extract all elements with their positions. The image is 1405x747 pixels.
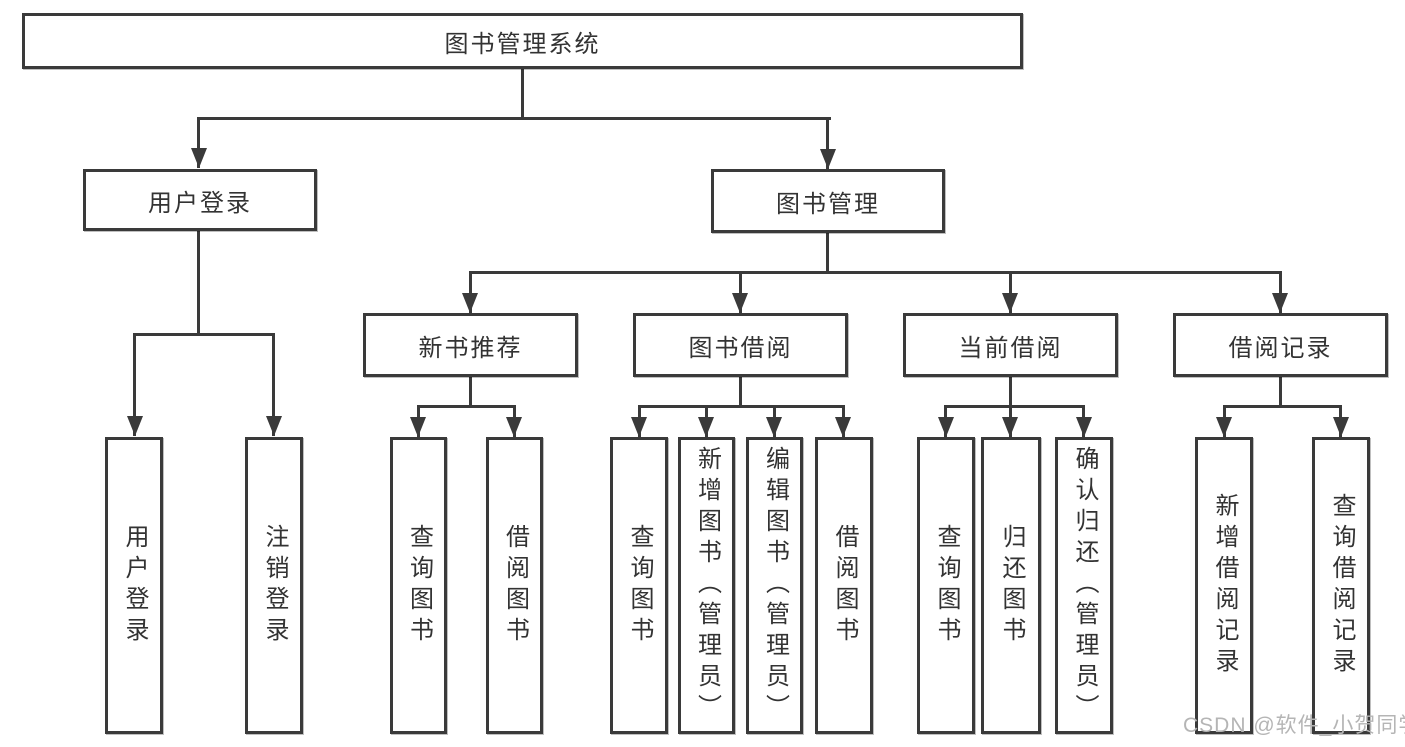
arrow-to-query-books-1 [410,417,426,437]
node-root-label: 图书管理系统 [444,30,601,58]
arrow-to-user-login [191,148,207,168]
node-borrowing-records: 借阅记录 [1173,313,1388,377]
node-book-management-label: 图书管理 [776,190,880,218]
node-borrowing-records-label: 借阅记录 [1228,334,1333,362]
leaf-edit-book-admin-label: 编辑图书（管理员） [761,446,789,725]
connector-level1-horizontal [197,117,831,120]
arrow-to-borrow-books-2 [835,417,851,437]
node-current-borrowing: 当前借阅 [903,313,1118,377]
leaf-query-books-1-label: 查询图书 [405,523,433,648]
connector-records-stem [1279,377,1282,407]
leaf-return-book-label: 归还图书 [998,523,1025,648]
arrow-to-add-book [698,417,714,437]
arrow-to-query-books-2 [631,417,647,437]
node-current-borrowing-label: 当前借阅 [958,334,1063,362]
connector-recommend-horizontal [417,405,516,408]
connector-drop-leaf-user-login [133,333,136,436]
leaf-query-books-3-label: 查询图书 [933,523,960,648]
arrow-to-return-book [1002,417,1018,437]
leaf-add-book-admin: 新增图书（管理员） [678,437,735,734]
leaf-query-books-2: 查询图书 [610,437,668,734]
node-root: 图书管理系统 [22,13,1023,69]
node-book-borrowing-label: 图书借阅 [688,334,793,362]
connector-drop-borrowing-records [1279,271,1282,313]
arrow-to-new-book-recommend [462,293,478,313]
node-user-login-label: 用户登录 [148,189,252,217]
leaf-borrow-books-1-label: 借阅图书 [501,523,529,648]
arrow-to-borrow-books-1 [506,417,522,437]
arrow-to-leaf-user-login [127,416,143,436]
leaf-query-borrow-record-label: 查询借阅记录 [1328,492,1355,679]
node-new-book-recommend-label: 新书推荐 [418,334,523,362]
leaf-query-books-1: 查询图书 [390,437,447,734]
arrow-to-leaf-logout [266,416,282,436]
connector-borrowing-stem [739,377,742,407]
leaf-user-login-label: 用户登录 [121,523,148,648]
connector-recommend-stem [469,377,472,407]
connector-current-stem [1009,377,1012,407]
connector-drop-book-management [826,117,829,169]
arrow-to-query-record [1333,417,1349,437]
connector-drop-user-login [197,117,200,168]
connector-book-management-stem [826,233,829,273]
connector-drop-current-borrowing [1009,271,1012,313]
arrow-to-borrowing-records [1272,293,1288,313]
leaf-query-books-2-label: 查询图书 [626,523,653,648]
connector-root-stem [521,69,524,118]
leaf-borrow-books-2: 借阅图书 [815,437,873,734]
connector-drop-leaf-logout [272,333,275,436]
node-new-book-recommend: 新书推荐 [363,313,578,377]
leaf-logout-label: 注销登录 [261,523,288,648]
arrow-to-query-books-3 [938,417,954,437]
connector-user-login-stem [197,231,200,336]
leaf-confirm-return-admin-label: 确认归还（管理员） [1071,446,1098,725]
arrow-to-edit-book [766,417,782,437]
leaf-borrow-books-2-label: 借阅图书 [831,523,858,648]
arrow-to-add-record [1216,417,1232,437]
arrow-to-current-borrowing [1002,293,1018,313]
connector-drop-book-borrowing [739,271,742,313]
node-user-login: 用户登录 [83,169,317,231]
node-book-management: 图书管理 [711,169,945,233]
connector-drop-new-book-recommend [469,271,472,313]
node-book-borrowing: 图书借阅 [633,313,848,377]
connector-records-horizontal [1223,405,1342,408]
arrow-to-book-management [820,149,836,169]
leaf-logout: 注销登录 [245,437,303,734]
leaf-user-login: 用户登录 [105,437,163,734]
connector-current-horizontal [944,405,1085,408]
connector-borrowing-horizontal [638,405,845,408]
leaf-add-borrow-record-label: 新增借阅记录 [1211,492,1238,679]
leaf-add-book-admin-label: 新增图书（管理员） [693,446,721,725]
leaf-query-books-3: 查询图书 [917,437,975,734]
leaf-confirm-return-admin: 确认归还（管理员） [1055,437,1113,734]
arrow-to-book-borrowing [732,293,748,313]
leaf-return-book: 归还图书 [981,437,1041,734]
arrow-to-confirm-return [1076,417,1092,437]
leaf-edit-book-admin: 编辑图书（管理员） [746,437,803,734]
leaf-borrow-books-1: 借阅图书 [486,437,543,734]
watermark: CSDN @软件_小贺同学 [1183,714,1405,737]
leaf-add-borrow-record: 新增借阅记录 [1195,437,1253,734]
connector-user-login-horizontal [133,333,275,336]
leaf-query-borrow-record: 查询借阅记录 [1312,437,1370,734]
connector-level3-horizontal [469,271,1282,274]
